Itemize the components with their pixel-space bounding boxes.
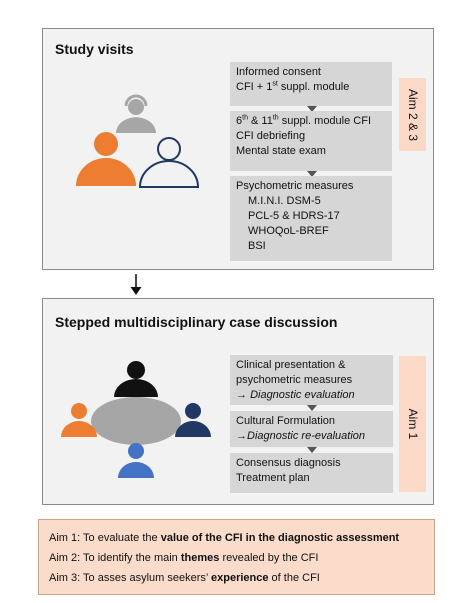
psychometric-line: psychometric measures — [236, 374, 353, 386]
clinical-line: Clinical presentation & — [236, 359, 346, 371]
people-illustration — [76, 94, 200, 188]
patient-icon — [76, 132, 136, 186]
module-box: 6th & 11th suppl. module CFI CFI debrief… — [230, 111, 392, 171]
aim-2-line: Aim 2: To identify the main themes revea… — [49, 552, 319, 564]
consensus-line: Consensus diagnosis — [236, 457, 341, 469]
table-icon — [91, 397, 181, 445]
study-visits-panel: Study visits Informed consent CFI + 1st … — [42, 28, 434, 270]
panel-title: Stepped multidisciplinary case discussio… — [55, 314, 338, 330]
evaluation-line: → Diagnostic evaluation — [236, 389, 355, 401]
panel-title: Study visits — [55, 41, 134, 57]
table-illustration — [61, 361, 211, 478]
measure-item: PCL-5 & HDRS-17 — [248, 210, 340, 222]
aims-legend: Aim 1: To evaluate the value of the CFI … — [38, 519, 435, 595]
down-arrow-icon — [307, 405, 317, 411]
mental-state-line: Mental state exam — [236, 145, 326, 157]
psychometric-box: Psychometric measures M.I.N.I. DSM-5 PCL… — [230, 176, 392, 261]
person-orange-icon — [61, 403, 97, 437]
formulation-line: Cultural Formulation — [236, 415, 336, 427]
connector-arrow — [130, 274, 142, 295]
module-line: 6th & 11th suppl. module CFI — [236, 114, 372, 127]
case-discussion-panel: Stepped multidisciplinary case discussio… — [42, 298, 434, 505]
treatment-line: Treatment plan — [236, 472, 310, 484]
person-blue-icon — [118, 443, 154, 478]
consent-line: Informed consent — [236, 66, 321, 78]
clinician-icon — [138, 137, 200, 188]
measure-item: M.I.N.I. DSM-5 — [248, 195, 321, 207]
consent-box: Informed consent CFI + 1st suppl. module — [230, 62, 392, 106]
aim-3-line: Aim 3: To asses asylum seekers’ experien… — [49, 572, 320, 584]
consensus-box: Consensus diagnosis Treatment plan — [230, 453, 393, 493]
down-arrow-icon — [307, 171, 317, 177]
person-navy-icon — [175, 403, 211, 437]
re-evaluation-line: →Diagnostic re-evaluation — [236, 430, 366, 442]
arrow-icon: → — [236, 389, 247, 401]
measure-item: BSI — [248, 240, 266, 252]
debriefing-line: CFI debriefing — [236, 130, 306, 142]
aim-1-line: Aim 1: To evaluate the value of the CFI … — [49, 532, 400, 544]
psychometric-line: Psychometric measures — [236, 180, 354, 192]
down-arrow-icon — [307, 106, 317, 112]
aim-tag-1: Aim 1 — [399, 356, 426, 492]
measure-item: WHOQoL-BREF — [248, 225, 329, 237]
arrow-icon: → — [236, 430, 247, 442]
person-black-icon — [114, 361, 158, 397]
interpreter-icon — [116, 94, 156, 133]
clinical-box: Clinical presentation & psychometric mea… — [230, 355, 393, 405]
formulation-box: Cultural Formulation →Diagnostic re-eval… — [230, 411, 393, 447]
cfi-line: CFI + 1st suppl. module — [236, 80, 350, 93]
down-arrow-icon — [307, 447, 317, 453]
aim-tag-2-3: Aim 2 & 3 — [399, 78, 426, 151]
